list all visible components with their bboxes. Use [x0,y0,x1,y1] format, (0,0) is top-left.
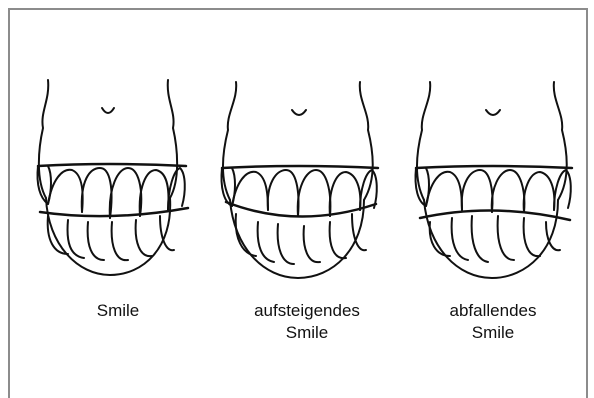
caption-abfallendes-smile: abfallendes Smile [413,300,573,344]
caption-smile: Smile [38,300,198,322]
smile-illustration-2 [212,70,387,285]
smile-illustration-3 [408,70,580,285]
caption-line-1: aufsteigendes [227,300,387,322]
caption-line-2: Smile [413,322,573,344]
caption-aufsteigendes-smile: aufsteigendes Smile [227,300,387,344]
caption-line-1: abfallendes [413,300,573,322]
caption-line-2: Smile [227,322,387,344]
caption-line-1: Smile [38,300,198,322]
smile-illustration-1 [28,70,198,285]
